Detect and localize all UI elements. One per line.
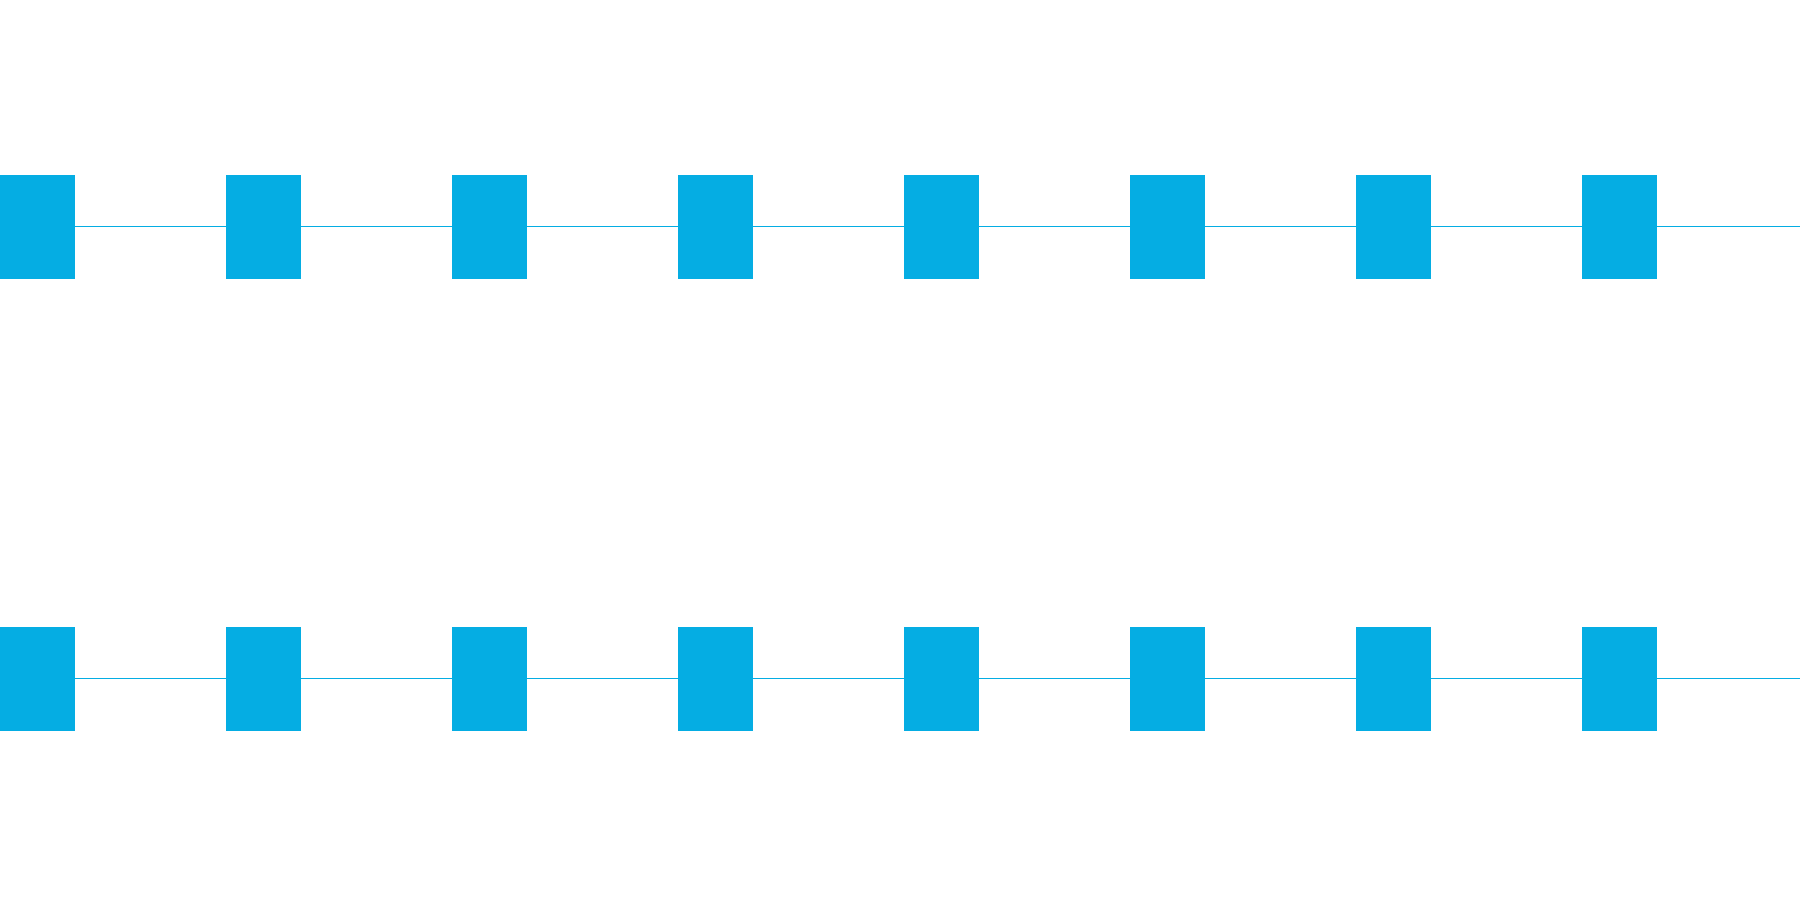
connector-line — [0, 226, 1800, 227]
blue-block — [1582, 627, 1657, 731]
block-row-2 — [0, 627, 1800, 731]
blue-block — [904, 627, 979, 731]
blue-block — [1582, 175, 1657, 279]
blue-block — [1356, 175, 1431, 279]
blue-block — [678, 175, 753, 279]
block-row-1 — [0, 175, 1800, 279]
blue-block — [452, 175, 527, 279]
blue-block — [678, 627, 753, 731]
blue-block — [226, 627, 301, 731]
blue-block — [1356, 627, 1431, 731]
blue-block — [1130, 627, 1205, 731]
blue-block — [452, 627, 527, 731]
connector-line — [0, 678, 1800, 679]
blue-block — [226, 175, 301, 279]
blue-block — [1130, 175, 1205, 279]
blue-block — [904, 175, 979, 279]
blue-block — [0, 627, 75, 731]
blue-block — [0, 175, 75, 279]
